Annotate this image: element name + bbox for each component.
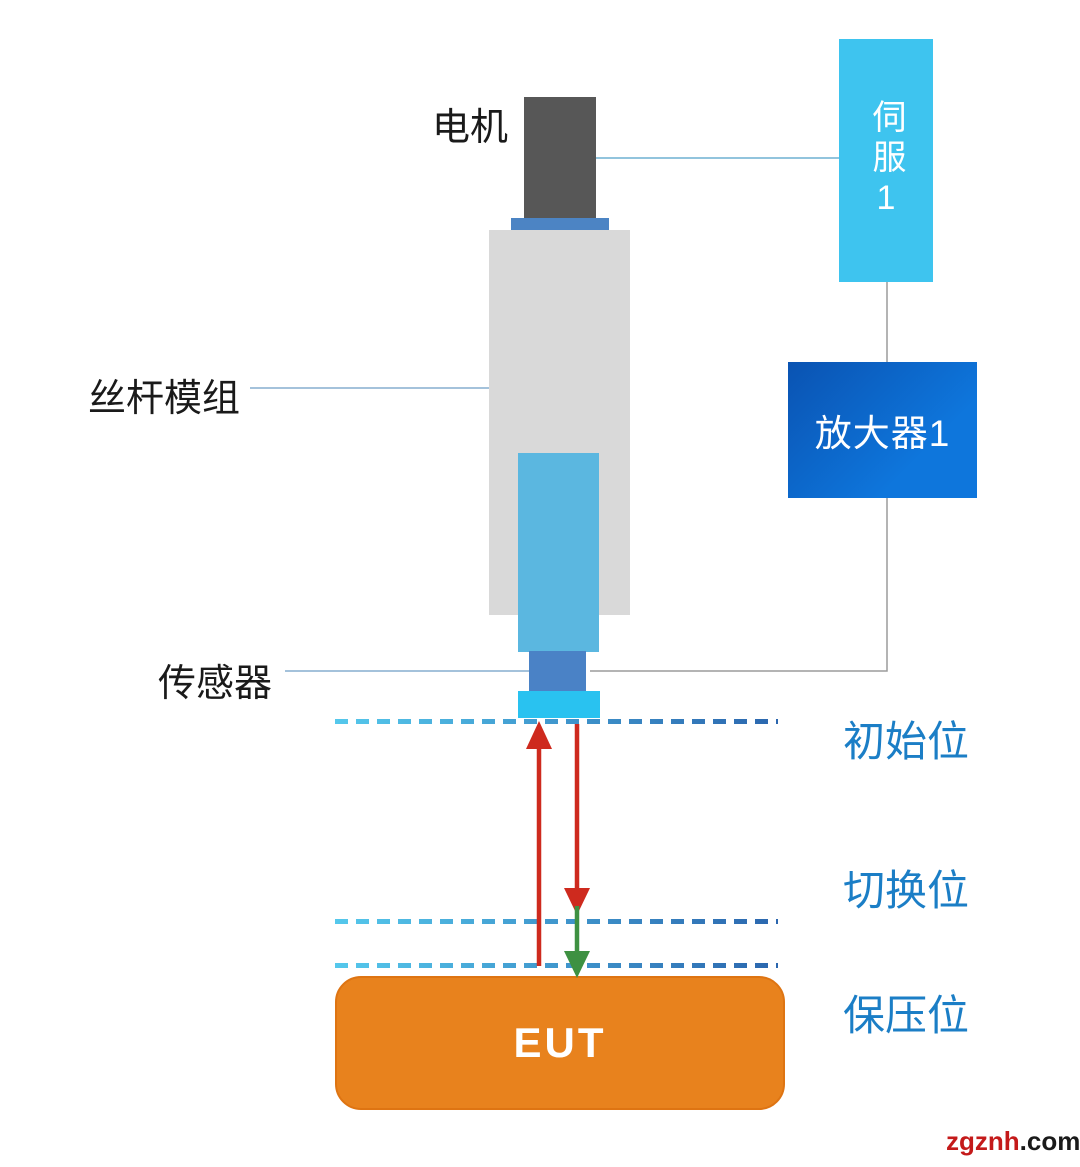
amplifier-to-sensor-wire — [590, 498, 888, 672]
watermark: zgznh.com — [946, 1126, 1080, 1157]
switch-position-dashed-line — [335, 919, 778, 924]
servo1-box: 伺服1 — [839, 39, 933, 282]
sensor-label: 传感器 — [158, 663, 273, 705]
screw-module-label: 丝杆模组 — [88, 378, 241, 420]
motor-shape — [524, 97, 596, 219]
eut-box: EUT — [335, 976, 785, 1110]
watermark-tld: .com — [1019, 1126, 1080, 1156]
switch-position-label: 切换位 — [843, 867, 970, 914]
servo1-label: 伺服1 — [867, 98, 905, 223]
hold-position-dashed-line — [335, 963, 778, 968]
probe-tip-shape — [518, 691, 600, 718]
eut-label: EUT — [513, 1019, 607, 1066]
sensor-shape — [529, 651, 586, 693]
amplifier1-label: 放大器1 — [814, 413, 951, 454]
motor-label: 电机 — [432, 107, 509, 149]
return-up-arrow — [526, 721, 552, 966]
hold-position-label: 保压位 — [843, 992, 970, 1039]
watermark-site: zgznh — [946, 1126, 1020, 1156]
coupling-shape — [511, 218, 609, 230]
approach-down-arrow — [564, 724, 590, 915]
initial-position-dashed-line — [335, 719, 778, 724]
piston-rod-shape — [518, 453, 599, 652]
amplifier1-box: 放大器1 — [788, 362, 977, 498]
initial-position-label: 初始位 — [843, 718, 970, 765]
